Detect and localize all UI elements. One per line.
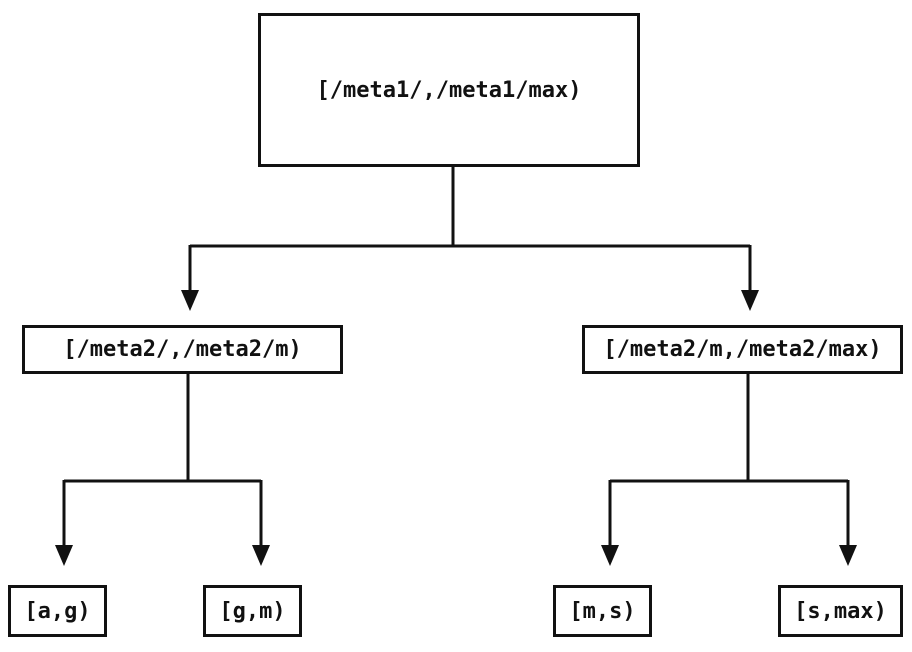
arrowhead-down-icon (55, 545, 73, 566)
node-leaf-ms: [m,s) (553, 585, 652, 637)
node-label: [/meta2/m,/meta2/max) (603, 337, 882, 362)
arrowhead-down-icon (601, 545, 619, 566)
node-label: [a,g) (24, 598, 91, 624)
node-leaf-gm: [g,m) (203, 585, 302, 637)
arrowhead-down-icon (741, 290, 759, 311)
node-label: [/meta2/,/meta2/m) (63, 337, 302, 362)
arrowhead-down-icon (181, 290, 199, 311)
node-leaf-smax: [s,max) (778, 585, 903, 637)
arrowhead-down-icon (839, 545, 857, 566)
node-label: [m,s) (569, 598, 636, 624)
node-root-range: [/meta1/,/meta1/max) (258, 13, 640, 167)
node-label: [g,m) (219, 598, 286, 624)
node-label: [s,max) (794, 598, 887, 624)
node-left-range: [/meta2/,/meta2/m) (22, 325, 343, 374)
arrowhead-down-icon (252, 545, 270, 566)
node-label: [/meta1/,/meta1/max) (316, 77, 582, 103)
node-right-range: [/meta2/m,/meta2/max) (582, 325, 903, 374)
node-leaf-ag: [a,g) (8, 585, 107, 637)
